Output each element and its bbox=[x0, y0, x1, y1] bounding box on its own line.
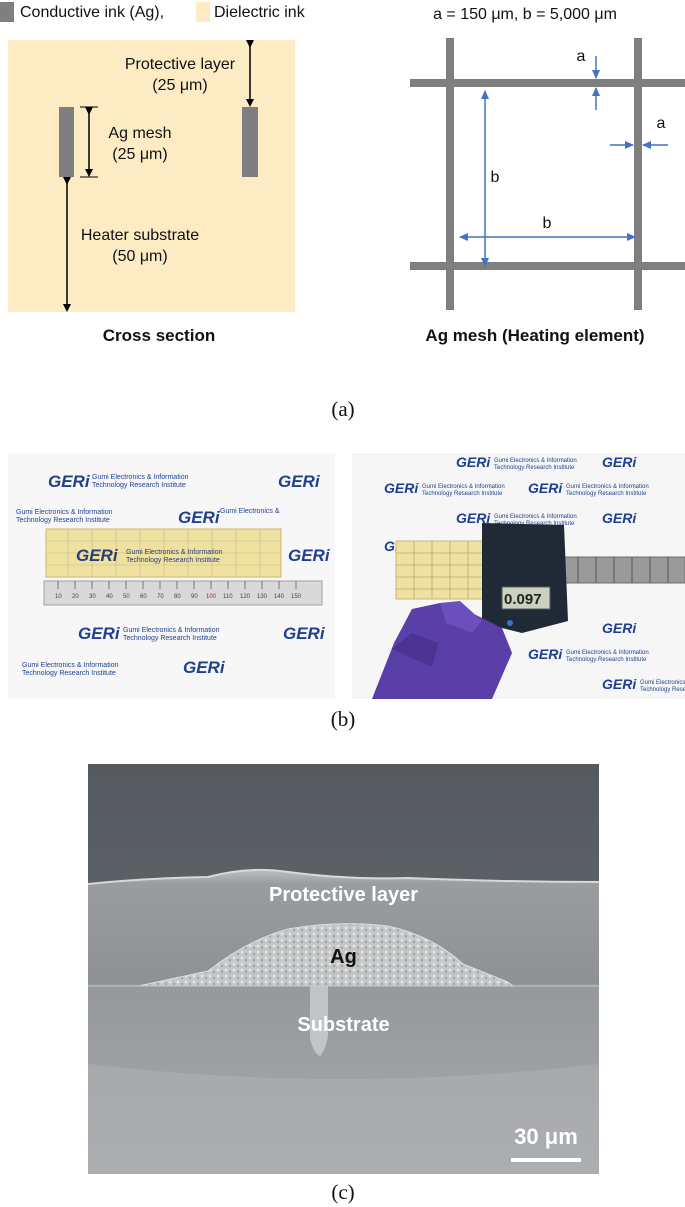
mesh-line-h-top bbox=[410, 79, 685, 87]
svg-text:GERi: GERi bbox=[178, 508, 221, 527]
svg-text:150: 150 bbox=[291, 594, 302, 600]
panel-label-c: (c) bbox=[331, 1180, 355, 1204]
panel-label-a: (a) bbox=[331, 397, 355, 421]
svg-text:Gumi Electronics & Information: Gumi Electronics & Information bbox=[126, 549, 223, 556]
svg-text:Technology Research Institute: Technology Research Institute bbox=[123, 635, 217, 642]
svg-text:GERi: GERi bbox=[283, 624, 326, 643]
svg-text:GERi: GERi bbox=[278, 472, 321, 491]
mesh-label-b-vertical: b bbox=[490, 169, 500, 186]
svg-text:Gumi Electronics & Information: Gumi Electronics & Information bbox=[422, 484, 505, 490]
mesh-label-a-right: a bbox=[656, 115, 666, 132]
svg-text:Technology Research Institute: Technology Research Institute bbox=[92, 482, 186, 489]
mesh-dimensions: a = 150 μm, b = 5,000 μm bbox=[433, 6, 617, 23]
svg-text:GERi: GERi bbox=[456, 454, 491, 470]
mesh-label-a-top: a bbox=[576, 48, 586, 65]
mesh-caption: Ag mesh (Heating element) bbox=[425, 326, 645, 345]
legend-swatch-dielectric bbox=[196, 2, 210, 22]
substrate-value: (50 μm) bbox=[112, 248, 168, 265]
svg-text:Technology Research Institute: Technology Research Institute bbox=[22, 670, 116, 677]
mesh-line-v-right bbox=[634, 38, 642, 310]
cross-section-diagram: Protective layer (25 μm) Ag mesh (25 μm)… bbox=[0, 0, 340, 360]
svg-text:GERi: GERi bbox=[384, 480, 419, 496]
svg-text:Gumi Electronics & Information: Gumi Electronics & Information bbox=[123, 627, 220, 634]
svg-text:Technology Research Institute: Technology Research Institute bbox=[494, 465, 575, 471]
protective-label: Protective layer bbox=[124, 56, 236, 73]
mesh-label-b-horizontal: b bbox=[542, 215, 552, 232]
svg-text:GERi: GERi bbox=[456, 510, 491, 526]
svg-text:Technology Research Institute: Technology Research Institute bbox=[16, 517, 110, 524]
svg-text:Gumi Electronics & Information: Gumi Electronics & Information bbox=[566, 484, 649, 490]
svg-text:100: 100 bbox=[206, 594, 217, 600]
svg-text:90: 90 bbox=[191, 594, 198, 600]
svg-text:Technology Research Institute: Technology Research Institute bbox=[494, 521, 575, 527]
legend: Conductive ink (Ag), Dielectric ink bbox=[0, 0, 400, 26]
svg-text:Technology Research Institute: Technology Research Institute bbox=[422, 491, 503, 497]
svg-text:50: 50 bbox=[123, 594, 130, 600]
svg-text:Gumi Electronics: Gumi Electronics bbox=[640, 680, 685, 686]
sem-label-ag: Ag bbox=[330, 946, 357, 968]
svg-text:10: 10 bbox=[55, 594, 62, 600]
mesh-line-h-bottom bbox=[410, 262, 685, 270]
micrometer-reading: 0.097 bbox=[504, 591, 542, 608]
svg-text:GERi: GERi bbox=[602, 454, 637, 470]
mesh-diagram: a = 150 μm, b = 5,000 μm a a b b Ag mesh… bbox=[340, 0, 685, 360]
protective-value: (25 μm) bbox=[152, 77, 208, 94]
ag-mesh-value: (25 μm) bbox=[112, 146, 168, 163]
legend-swatch-conductive bbox=[0, 2, 14, 22]
sem-image-art bbox=[88, 764, 599, 1174]
svg-text:Technology Research Institute: Technology Research Institute bbox=[126, 557, 220, 564]
svg-text:GERi: GERi bbox=[78, 624, 121, 643]
ag-trace-left bbox=[59, 107, 74, 177]
svg-text:Technology Research Institute: Technology Research Institute bbox=[566, 657, 647, 663]
svg-text:Gumi Electronics & Information: Gumi Electronics & Information bbox=[92, 474, 189, 481]
svg-text:GERi: GERi bbox=[288, 546, 331, 565]
svg-text:GERi: GERi bbox=[528, 646, 563, 662]
svg-text:40: 40 bbox=[106, 594, 113, 600]
sem-image: Protective layer Ag Substrate 30 μm bbox=[88, 764, 599, 1174]
svg-text:Gumi Electronics & Information: Gumi Electronics & Information bbox=[16, 509, 113, 516]
ag-mesh-label: Ag mesh bbox=[108, 125, 172, 142]
svg-text:GERi: GERi bbox=[183, 658, 226, 677]
svg-text:Gumi Electronics & Information: Gumi Electronics & Information bbox=[494, 514, 577, 520]
svg-text:GERi: GERi bbox=[602, 676, 637, 692]
svg-text:30: 30 bbox=[89, 594, 96, 600]
svg-text:120: 120 bbox=[240, 594, 251, 600]
mesh-grid bbox=[410, 38, 685, 310]
cross-section-caption: Cross section bbox=[102, 326, 216, 345]
legend-label-conductive: Conductive ink (Ag), bbox=[20, 4, 165, 21]
svg-text:Gumi Electronics & Information: Gumi Electronics & Information bbox=[494, 458, 577, 464]
sem-label-substrate: Substrate bbox=[297, 1014, 390, 1036]
svg-text:GERi: GERi bbox=[602, 620, 637, 636]
svg-text:GERi: GERi bbox=[602, 510, 637, 526]
svg-text:Gumi Electronics & Information: Gumi Electronics & Information bbox=[22, 662, 119, 669]
svg-text:GERi: GERi bbox=[528, 480, 563, 496]
svg-text:Technology Research Institute: Technology Research Institute bbox=[566, 491, 647, 497]
svg-text:Technology Rese: Technology Rese bbox=[640, 687, 685, 693]
scale-bar bbox=[511, 1158, 581, 1162]
panel-label-b: (b) bbox=[330, 707, 356, 731]
svg-text:GERi: GERi bbox=[76, 546, 119, 565]
ag-trace-right bbox=[242, 107, 258, 177]
sem-label-protective: Protective layer bbox=[269, 884, 418, 906]
svg-text:130: 130 bbox=[257, 594, 268, 600]
svg-text:GERi: GERi bbox=[48, 472, 91, 491]
svg-text:Gumi Electronics & Information: Gumi Electronics & Information bbox=[566, 650, 649, 656]
legend-label-dielectric: Dielectric ink bbox=[214, 4, 305, 21]
svg-text:Gumi Electronics &: Gumi Electronics & bbox=[220, 508, 280, 515]
svg-text:70: 70 bbox=[157, 594, 164, 600]
mesh-line-v-left bbox=[446, 38, 454, 310]
svg-text:140: 140 bbox=[274, 594, 285, 600]
svg-text:60: 60 bbox=[140, 594, 147, 600]
svg-text:20: 20 bbox=[72, 594, 79, 600]
svg-text:110: 110 bbox=[223, 594, 233, 600]
substrate-label: Heater substrate bbox=[80, 227, 200, 244]
svg-text:80: 80 bbox=[174, 594, 181, 600]
cross-section-arrows bbox=[63, 40, 254, 312]
scale-bar-label: 30 μm bbox=[514, 1124, 578, 1149]
